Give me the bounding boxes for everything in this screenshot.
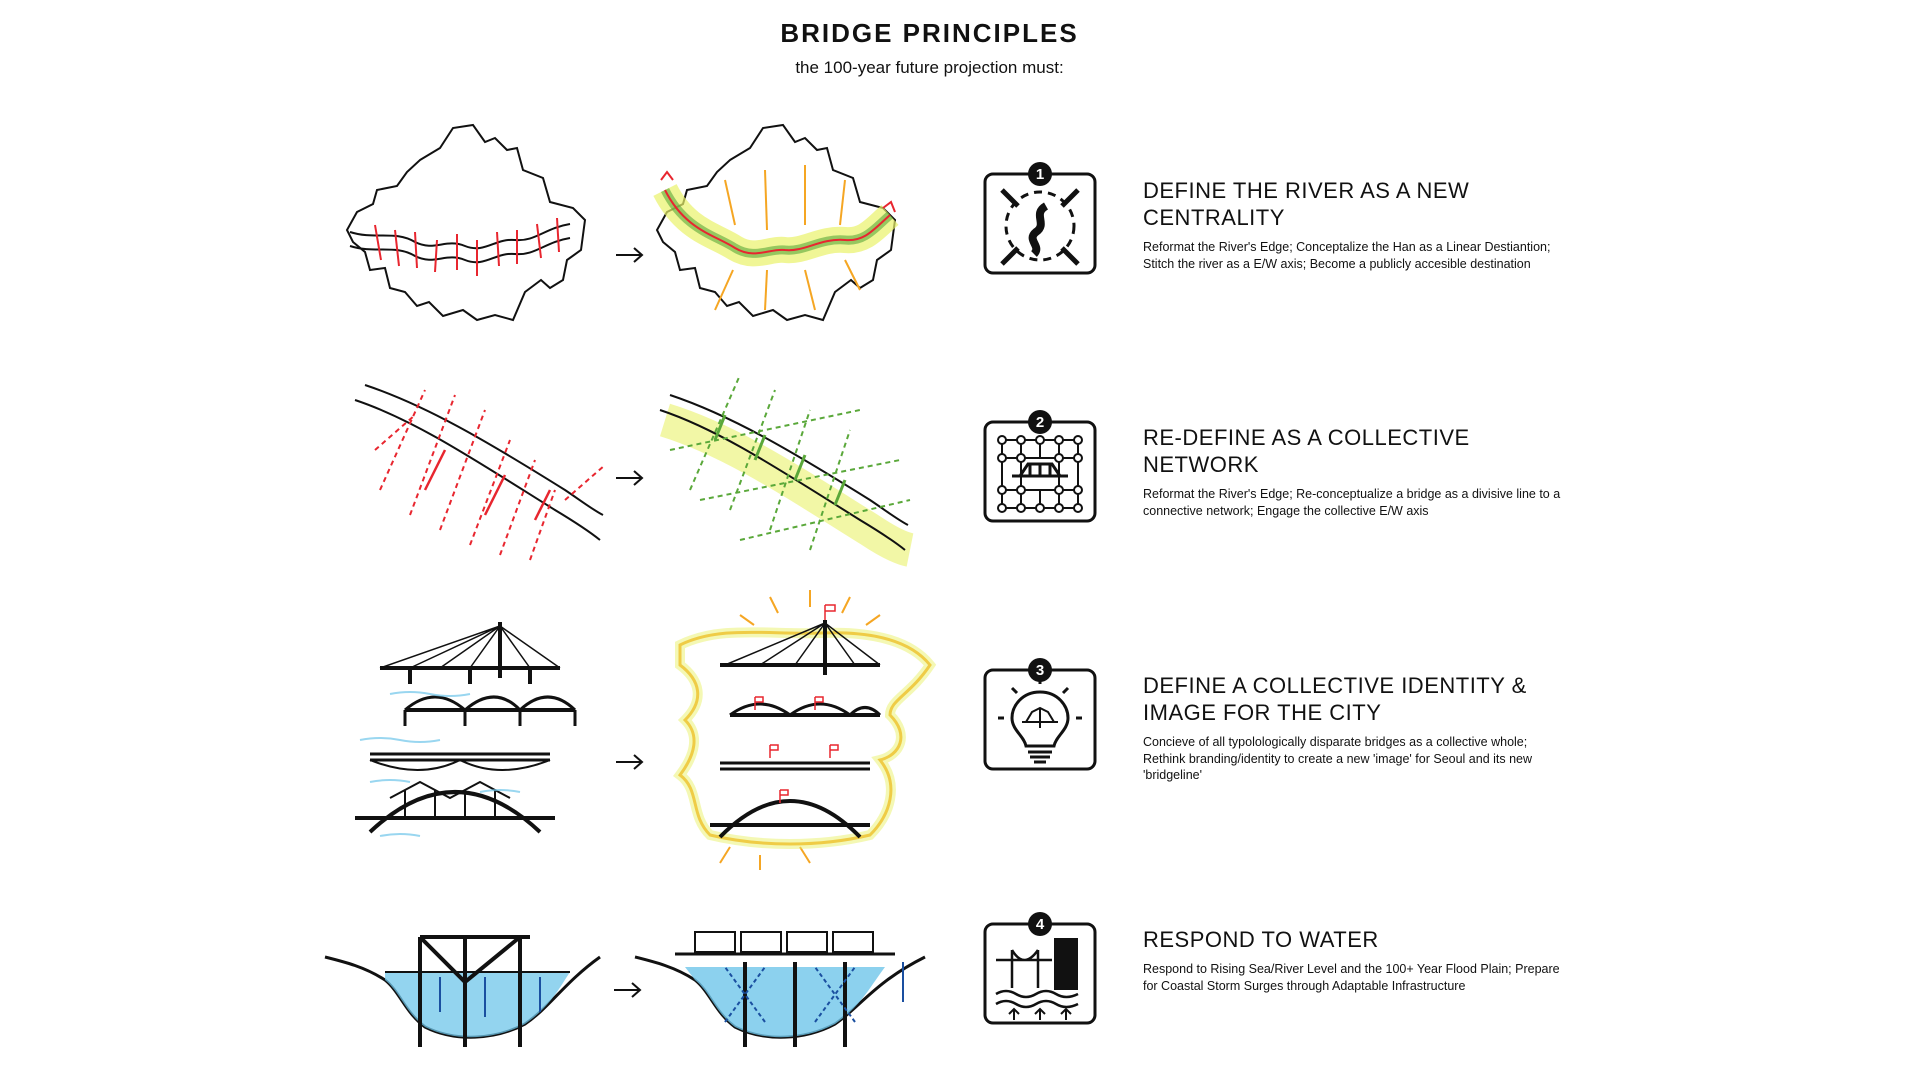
bridge-types-after-sketch	[673, 590, 937, 870]
flood-after-sketch	[634, 931, 926, 1047]
page-subtitle: the 100-year future projection must:	[795, 58, 1064, 77]
principle-1-icon: 1	[983, 162, 1097, 275]
flood-before-sketch	[324, 935, 601, 1047]
principle-4-text: RESPOND TO WATER Respond to Rising Sea/R…	[1143, 926, 1563, 994]
svg-text:4: 4	[1036, 916, 1045, 933]
principle-1-title: DEFINE THE RIVER AS A NEW CENTRALITY	[1143, 178, 1470, 230]
principle-2-icon: 2	[983, 410, 1097, 523]
principle-4-title: RESPOND TO WATER	[1143, 927, 1379, 952]
page-title: BRIDGE PRINCIPLES	[780, 18, 1079, 48]
transform-arrow-4	[614, 982, 642, 998]
principle-1-text: DEFINE THE RIVER AS A NEW CENTRALITY Ref…	[1143, 177, 1563, 272]
bridge-types-before-sketch	[355, 622, 577, 837]
river-network-after-sketch	[659, 374, 915, 567]
principle-1-description: Reformat the River's Edge; Conceptalize …	[1143, 240, 1551, 271]
principle-3-text: DEFINE A COLLECTIVE IDENTITY & IMAGE FOR…	[1143, 672, 1563, 784]
principle-4-description: Respond to Rising Sea/River Level and th…	[1143, 962, 1560, 993]
principle-2-text: RE-DEFINE AS A COLLECTIVE NETWORK Reform…	[1143, 424, 1563, 519]
seoul-map-after-sketch	[653, 123, 899, 322]
principle-2-description: Reformat the River's Edge; Re-conceptual…	[1143, 487, 1561, 518]
transform-arrow-3	[616, 754, 644, 770]
principle-4-icon: 4	[983, 912, 1097, 1025]
seoul-map-before-sketch	[345, 123, 587, 322]
svg-text:2: 2	[1036, 414, 1044, 431]
transform-arrow-1	[616, 247, 644, 263]
principle-3-title: DEFINE A COLLECTIVE IDENTITY & IMAGE FOR…	[1143, 673, 1527, 725]
principle-3-description: Concieve of all typolologically disparat…	[1143, 735, 1533, 782]
svg-text:1: 1	[1036, 166, 1044, 183]
river-lines-before-sketch	[354, 384, 606, 561]
svg-text:3: 3	[1036, 662, 1044, 679]
transform-arrow-2	[616, 470, 644, 486]
principle-3-icon: 3	[983, 658, 1097, 771]
principle-2-title: RE-DEFINE AS A COLLECTIVE NETWORK	[1143, 425, 1470, 477]
